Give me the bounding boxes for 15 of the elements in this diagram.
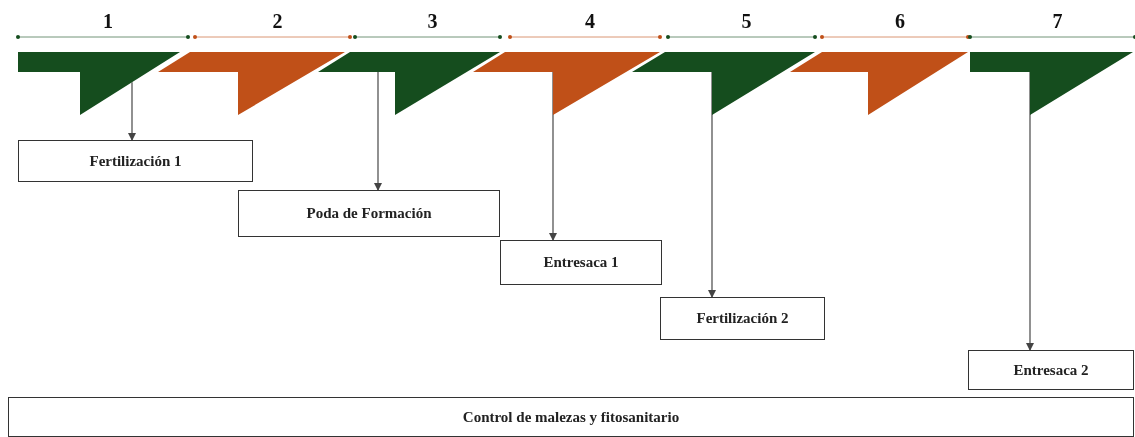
arrow	[374, 71, 382, 191]
step-number: 1	[103, 10, 113, 33]
process-box: Entresaca 2	[968, 350, 1134, 390]
step-number: 5	[741, 10, 752, 33]
arrow	[128, 81, 136, 141]
step-number: 2	[272, 10, 283, 33]
process-box: Fertilización 1	[18, 140, 253, 182]
process-box: Poda de Formación	[238, 190, 500, 237]
process-box: Fertilización 2	[660, 297, 825, 340]
step-number: 6	[895, 10, 905, 33]
step-number: 4	[585, 10, 595, 33]
step-number: 7	[1052, 10, 1063, 33]
process-box: Control de malezas y fitosanitario	[8, 397, 1134, 437]
step-number: 3	[427, 10, 438, 33]
process-box: Entresaca 1	[500, 240, 662, 285]
